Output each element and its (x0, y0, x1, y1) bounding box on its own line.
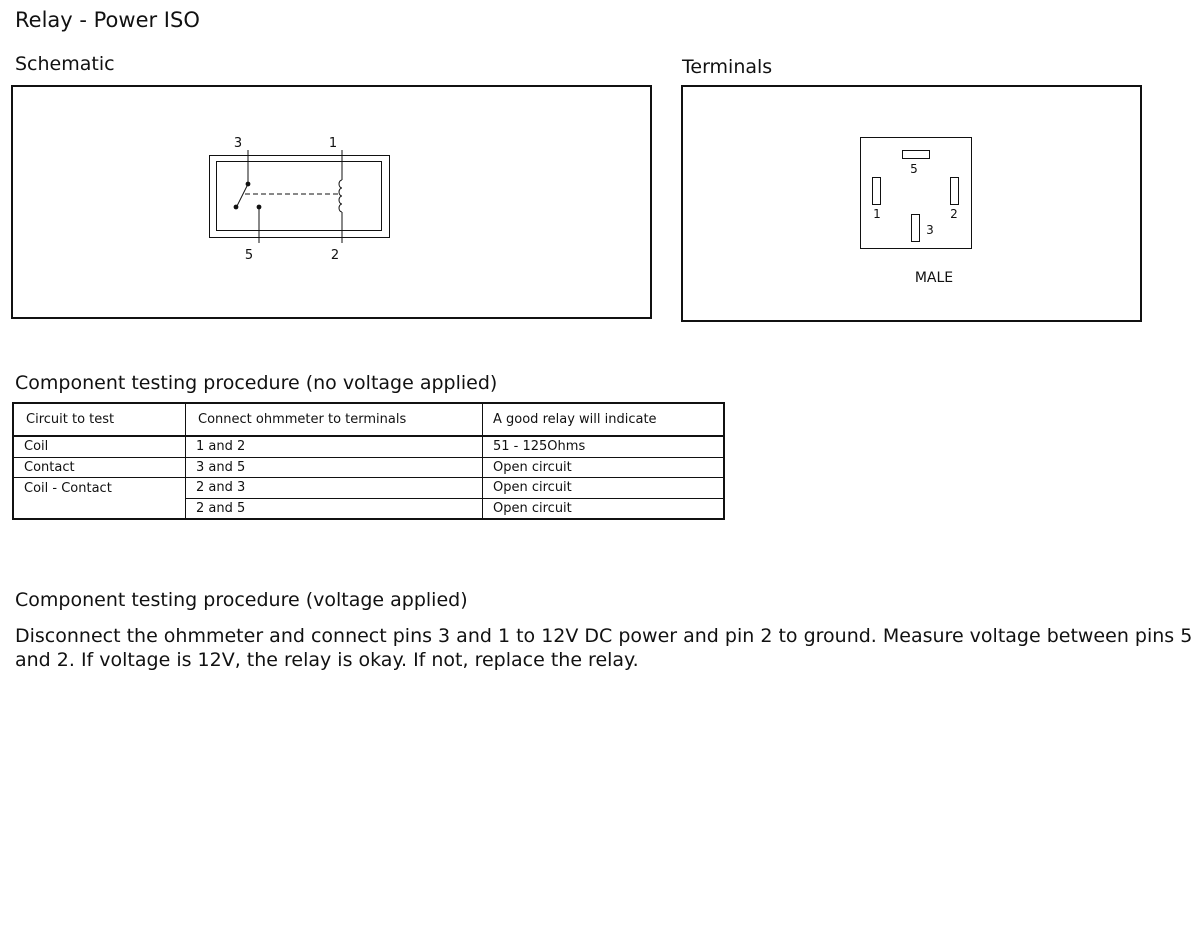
terminal-1-blade (872, 177, 881, 205)
relay-inner-box (216, 161, 382, 231)
table-row: 2 and 5 Open circuit (12, 497, 725, 519)
terminals-heading: Terminals (682, 56, 773, 78)
table-cell: 2 and 5 (185, 497, 483, 519)
voltage-test-heading: Component testing procedure (voltage app… (15, 589, 468, 611)
terminals-panel: 5 1 2 3 MALE (681, 85, 1142, 322)
terminal-3-blade (911, 214, 920, 242)
terminal-layout-diagram: 5 1 2 3 MALE (860, 137, 972, 286)
table-cell: 1 and 2 (185, 436, 483, 457)
no-voltage-test-table: Circuit to test Connect ohmmeter to term… (12, 402, 725, 520)
table-cell: 2 and 3 (185, 477, 483, 498)
terminal-pin-5-label: 5 (910, 162, 918, 176)
table-header-row: Circuit to test Connect ohmmeter to term… (12, 403, 725, 437)
table-cell: Open circuit (482, 456, 725, 478)
connector-outline (860, 137, 972, 249)
table-row: Coil 1 and 2 51 - 125Ohms (12, 436, 725, 457)
switch-arm (235, 183, 249, 209)
terminal-pin-2-label: 2 (950, 207, 958, 221)
table-row: Contact 3 and 5 Open circuit (12, 456, 725, 478)
schematic-pin-5-label: 5 (245, 248, 253, 263)
terminal-2-blade (950, 177, 959, 205)
schematic-pin-1-label: 1 (329, 136, 337, 151)
table-cell: Contact (12, 456, 186, 478)
table-cell: Open circuit (482, 497, 725, 519)
table-cell: Coil (12, 436, 186, 457)
relay-schematic-diagram: 3 1 5 2 (209, 136, 390, 263)
column-header-terminals: Connect ohmmeter to terminals (185, 403, 483, 437)
column-header-circuit: Circuit to test (12, 403, 186, 437)
terminal-pin-3-label: 3 (926, 223, 934, 237)
column-header-indication: A good relay will indicate (482, 403, 725, 437)
relay-outer-box (209, 155, 390, 238)
voltage-test-instructions: Disconnect the ohmmeter and connect pins… (15, 625, 1193, 671)
schematic-panel: 3 1 5 2 (11, 85, 652, 319)
table-cell: Coil - Contact (12, 477, 186, 498)
schematic-pin-3-label: 3 (234, 136, 242, 151)
table-cell: 51 - 125Ohms (482, 436, 725, 457)
no-voltage-test-heading: Component testing procedure (no voltage … (15, 372, 498, 394)
table-cell: Open circuit (482, 477, 725, 498)
page-title: Relay - Power ISO (15, 8, 200, 32)
table-cell: 3 and 5 (185, 456, 483, 478)
coil-symbol (338, 179, 343, 213)
table-cell (12, 498, 186, 519)
terminal-pin-1-label: 1 (873, 207, 881, 221)
table-row: Coil - Contact 2 and 3 Open circuit (12, 477, 725, 498)
terminal-5-blade (902, 150, 930, 159)
connector-gender-label: MALE (915, 270, 953, 286)
schematic-pin-2-label: 2 (331, 248, 339, 263)
schematic-heading: Schematic (15, 53, 115, 75)
